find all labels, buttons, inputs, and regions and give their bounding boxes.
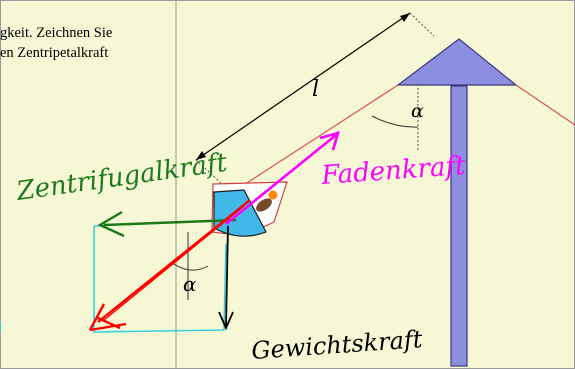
thread-force-label: Fadenkraft <box>319 151 467 191</box>
weight-force-label: Gewichtskraft <box>250 325 423 365</box>
carousel-roof <box>396 38 518 86</box>
angle-label-bottom: α <box>183 272 197 296</box>
thread-force-arrow <box>225 133 337 226</box>
rider-head <box>268 190 278 200</box>
length-extension-bottom <box>195 159 223 185</box>
task-text-line-1: gkeit. Zeichnen Sie <box>0 25 112 41</box>
thread-right <box>515 84 575 126</box>
angle-label-top: α <box>411 100 424 122</box>
resultant-force-stroke <box>103 205 245 321</box>
length-label: l <box>312 77 319 102</box>
length-arrow-top <box>400 13 410 22</box>
force-parallelogram <box>93 226 227 333</box>
centrifugal-arrowhead <box>97 210 125 238</box>
centrifugal-force-label: Zentrifugalkraft <box>14 148 230 207</box>
angle-arc-bottom <box>170 261 209 271</box>
thread-left <box>235 84 399 191</box>
task-text-line-2: en Zentripetalkraft <box>0 45 108 61</box>
carousel-mast <box>450 85 468 367</box>
rider-body <box>256 198 272 212</box>
resultant-arrowhead <box>88 303 127 332</box>
angle-arc-top <box>371 115 419 128</box>
thread-force-arrowhead <box>319 131 340 151</box>
weight-force-arrow <box>225 225 229 327</box>
length-extension-top <box>409 12 435 37</box>
weight-arrowhead <box>218 311 234 331</box>
length-arrow-bottom <box>196 151 206 160</box>
centrifugal-force-arrow <box>103 218 237 227</box>
resultant-force-arrow <box>97 199 251 323</box>
length-dimension-line <box>195 12 411 161</box>
